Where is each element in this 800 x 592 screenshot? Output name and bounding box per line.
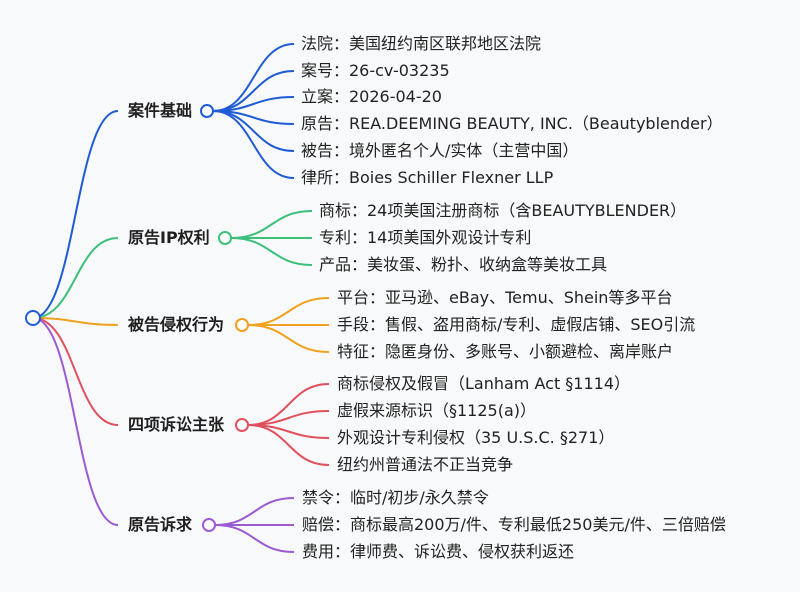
leaf-connector: [214, 524, 295, 553]
leaf-label: 虚假来源标识（§1125(a)）: [337, 401, 537, 420]
collapse-toggle-icon[interactable]: [235, 418, 249, 432]
leaf-label: 外观设计专利侵权（35 U.S.C. §271）: [337, 428, 615, 447]
leaf-label: 法院：美国纽约南区联邦地区法院: [301, 34, 542, 53]
leaf-label: 商标：24项美国注册商标（含BEAUTYBLENDER）: [319, 201, 687, 220]
branch-label: 原告诉求: [128, 515, 193, 534]
leaf-label: 产品：美妆蛋、粉扑、收纳盒等美妆工具: [319, 255, 608, 274]
branch-label: 四项诉讼主张: [128, 415, 225, 434]
root-node-icon[interactable]: [25, 310, 41, 326]
leaf-label: 手段：售假、盗用商标/专利、虚假店铺、SEO引流: [337, 315, 696, 334]
leaf-label: 立案：2026-04-20: [301, 87, 442, 106]
leaf-label: 禁令：临时/初步/永久禁令: [302, 488, 489, 507]
branch-connector: [32, 317, 119, 526]
leaf-connector: [230, 210, 313, 239]
leaf-connector: [247, 297, 330, 326]
leaf-label: 费用：律师费、诉讼费、侵权获利返还: [302, 542, 575, 561]
collapse-toggle-icon[interactable]: [200, 104, 214, 118]
leaf-label: 平台：亚马逊、eBay、Temu、Shein等多平台: [337, 288, 673, 307]
leaf-connector: [212, 43, 295, 112]
branch-connector: [32, 110, 119, 319]
leaf-label: 原告：REA.DEEMING BEAUTY, INC.（Beautyblende…: [301, 114, 723, 133]
leaf-label: 律所：Boies Schiller Flexner LLP: [301, 168, 554, 187]
leaf-label: 纽约州普通法不正当竞争: [337, 455, 514, 474]
collapse-toggle-icon[interactable]: [202, 518, 216, 532]
collapse-toggle-icon[interactable]: [235, 318, 249, 332]
leaf-connector: [247, 383, 330, 426]
leaf-connector: [212, 110, 295, 179]
leaf-label: 专利：14项美国外观设计专利: [319, 228, 532, 247]
leaf-label: 商标侵权及假冒（Lanham Act §1114）: [337, 374, 631, 393]
branch-label: 被告侵权行为: [128, 315, 225, 334]
leaf-connector: [247, 424, 330, 466]
leaf-connector: [247, 324, 330, 353]
leaf-label: 特征：隐匿身份、多账号、小额避检、离岸账户: [337, 342, 674, 361]
collapse-toggle-icon[interactable]: [218, 231, 232, 245]
branch-connector: [32, 237, 119, 319]
branch-connector: [32, 317, 119, 326]
branch-connector: [32, 317, 119, 426]
branch-label: 原告IP权利: [128, 228, 210, 247]
leaf-label: 案号：26-cv-03235: [301, 61, 450, 80]
leaf-connector: [214, 497, 295, 526]
branch-label: 案件基础: [128, 101, 193, 120]
leaf-label: 被告：境外匿名个人/实体（主营中国）: [301, 141, 579, 160]
leaf-connector: [230, 237, 313, 266]
leaf-label: 赔偿：商标最高200万/件、专利最低250美元/件、三倍赔偿: [302, 515, 726, 534]
